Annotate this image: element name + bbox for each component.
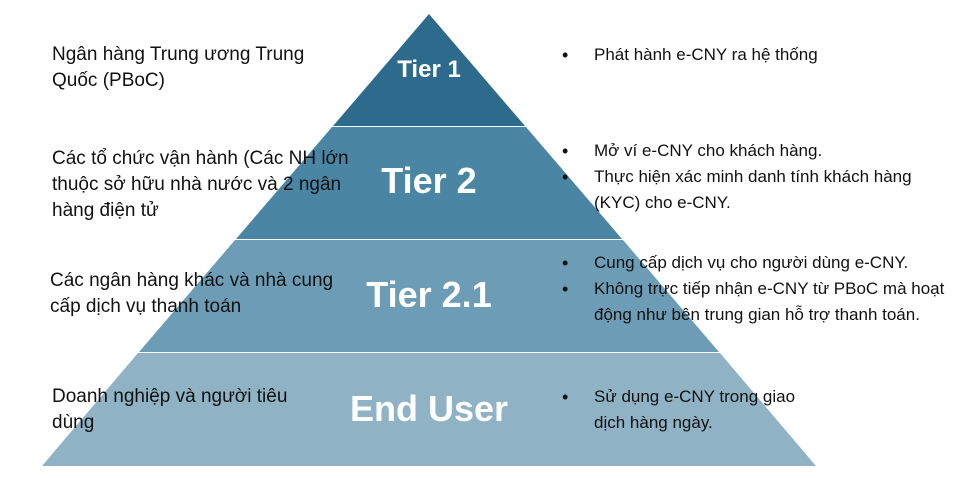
end-user-label: End User (349, 388, 509, 429)
tier-2-description: Các tổ chức vận hành (Các NH lớn thuộc s… (52, 148, 349, 221)
tier-2-band (236, 127, 622, 239)
tier-1-description: Ngân hàng Trung ương Trung Quốc (PBoC) (52, 44, 305, 91)
tier-2-1-label: Tier 2.1 (366, 274, 492, 315)
tier-2-bullets: Mở ví e-CNY cho khách hàng. Thực hiện xá… (560, 138, 930, 216)
end-user-description: Doanh nghiệp và người tiêu dùng (52, 386, 288, 433)
tier-2-1-description: Các ngân hàng khác và nhà cung cấp dịch … (50, 270, 334, 317)
tier-1-bullets: Phát hành e-CNY ra hệ thống (560, 42, 820, 68)
tier-1-band (333, 14, 525, 126)
tier-2-1-bullets: Cung cấp dịch vụ cho người dùng e-CNY. K… (560, 250, 956, 328)
bullet-item: Mở ví e-CNY cho khách hàng. (560, 138, 930, 164)
bullet-item: Sử dụng e-CNY trong giao dịch hàng ngày. (560, 384, 830, 436)
bullet-item: Không trực tiếp nhận e-CNY từ PBoC mà ho… (560, 276, 956, 328)
tier-1-label: Tier 1 (397, 56, 461, 83)
bullet-item: Phát hành e-CNY ra hệ thống (560, 42, 820, 68)
end-user-band (42, 353, 816, 466)
bullet-item: Cung cấp dịch vụ cho người dùng e-CNY. (560, 250, 956, 276)
bullet-item: Thực hiện xác minh danh tính khách hàng … (560, 164, 930, 216)
end-user-bullets: Sử dụng e-CNY trong giao dịch hàng ngày. (560, 384, 830, 436)
tier-2-label: Tier 2 (381, 160, 477, 201)
